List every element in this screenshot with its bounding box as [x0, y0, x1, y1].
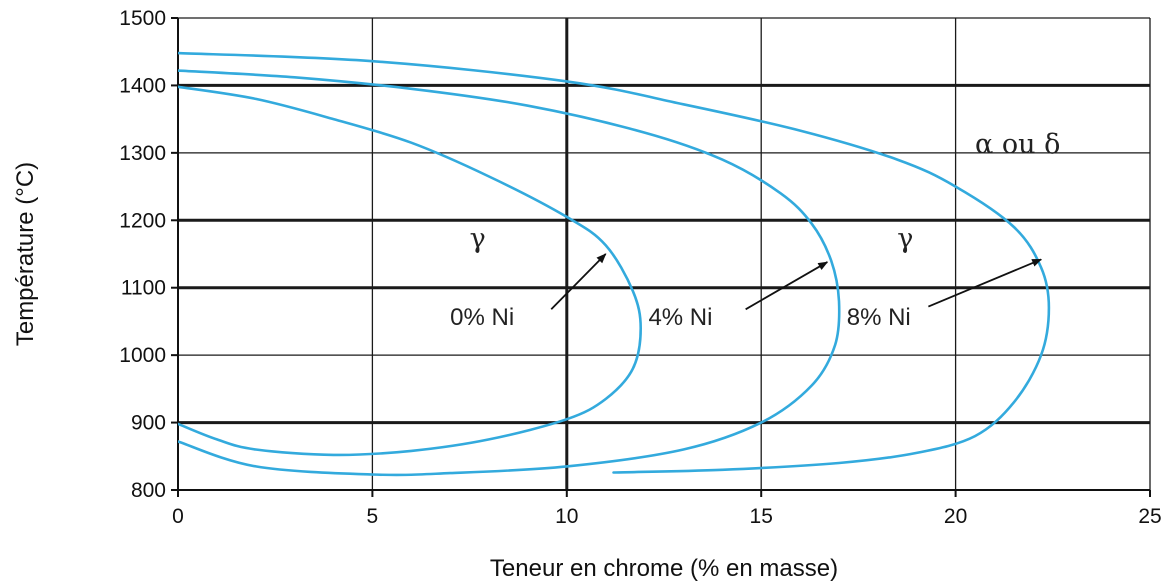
series-line-2	[178, 51, 1051, 474]
y-tick-label-1500: 1500	[119, 7, 166, 30]
x-tick-label-15: 15	[750, 505, 773, 528]
annotation-label-1: 4% Ni	[648, 304, 712, 331]
y-tick-label-1300: 1300	[119, 142, 166, 165]
x-tick-label-0: 0	[172, 505, 184, 528]
series-group	[178, 51, 1051, 477]
annotation-arrow-2	[928, 258, 1043, 308]
region-label-1: γ	[897, 223, 913, 254]
y-tick-label-1100: 1100	[121, 277, 166, 300]
series-line-0	[178, 85, 642, 457]
y-tick-label-1200: 1200	[119, 209, 166, 232]
x-tick-label-20: 20	[944, 505, 967, 528]
grid	[177, 17, 1151, 491]
x-tick-labels: 0 5 10 15 20 25	[172, 505, 1162, 528]
x-tick-label-10: 10	[555, 505, 578, 528]
y-tick-label-1000: 1000	[119, 344, 166, 367]
y-tick-label-900: 900	[131, 412, 166, 435]
series-line-1	[178, 69, 841, 477]
region-label-0: γ	[470, 223, 486, 254]
plot-background	[178, 18, 1150, 490]
y-tick-label-1400: 1400	[119, 74, 166, 97]
y-tick-label-800: 800	[131, 479, 166, 502]
annotation-arrow-0	[550, 253, 607, 310]
axes	[171, 17, 1151, 497]
annotation-arrow-1	[745, 261, 829, 311]
y-axis-title: Température (°C)	[12, 162, 39, 346]
y-tick-labels: 800 900 1000 1100 1200 1300 1400 1500	[119, 7, 166, 502]
annotation-label-0: 0% Ni	[450, 304, 514, 331]
x-tick-label-25: 25	[1138, 505, 1161, 528]
x-axis-title: Teneur en chrome (% en masse)	[490, 555, 838, 582]
x-tick-label-5: 5	[367, 505, 379, 528]
annotation-label-2: 8% Ni	[847, 304, 911, 331]
annotations: 0% Ni 4% Ni 8% Ni γ γ α ou δ	[450, 129, 1060, 331]
region-label-2: α ou δ	[975, 129, 1060, 160]
